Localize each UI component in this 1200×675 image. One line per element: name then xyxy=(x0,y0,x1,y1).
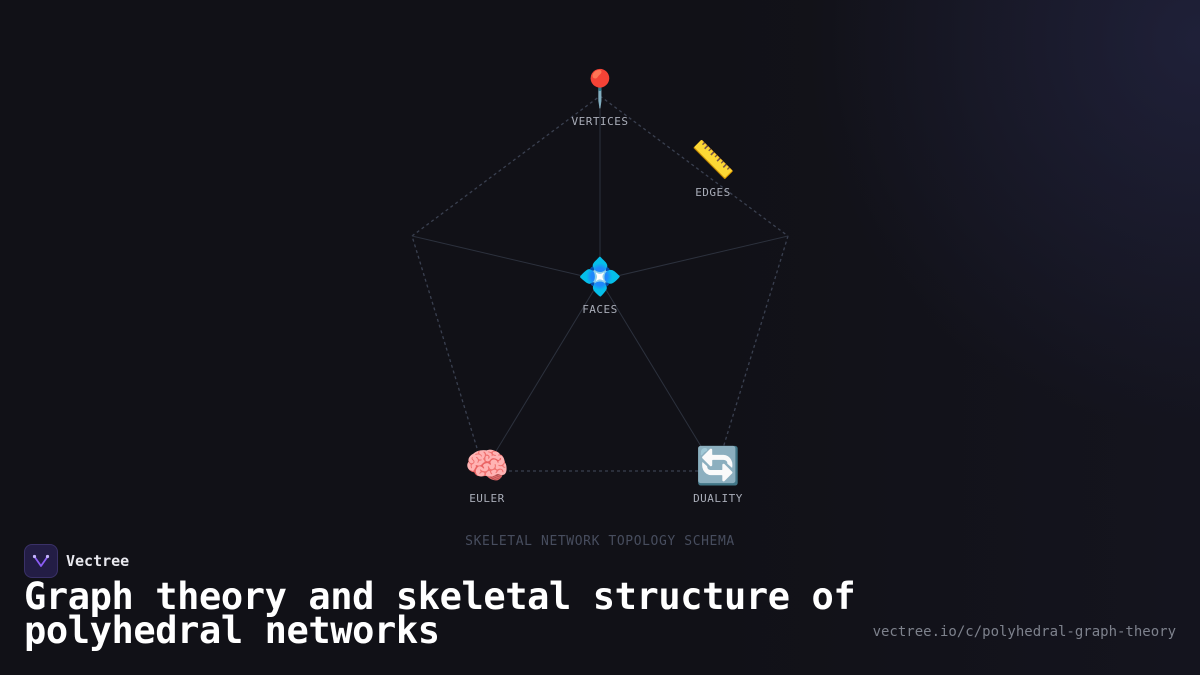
round-pushpin-icon: 📍 xyxy=(577,69,623,110)
diamond-dot-icon: 💠 xyxy=(577,257,623,298)
brand-name: Vectree xyxy=(66,552,130,570)
node-label: EDGES xyxy=(695,186,731,199)
brain-icon: 🧠 xyxy=(464,446,510,487)
node-label: FACES xyxy=(582,303,618,316)
edge-left-lower xyxy=(411,235,485,472)
page-title: Graph theory and skeletal structure of p… xyxy=(24,575,856,652)
spoke-bottom-right xyxy=(599,279,717,472)
node-vertices: 📍 VERTICES xyxy=(540,68,660,128)
edge-right-lower xyxy=(715,235,789,472)
node-faces: 💠 FACES xyxy=(540,256,660,316)
node-euler: 🧠 EULER xyxy=(427,445,547,505)
spoke-left xyxy=(411,235,601,281)
ruler-icon: 📏 xyxy=(690,140,736,181)
diagram-caption: SKELETAL NETWORK TOPOLOGY SCHEMA xyxy=(465,534,735,549)
brand[interactable]: Vectree xyxy=(24,544,129,578)
node-duality: 🔄 DUALITY xyxy=(658,445,778,505)
node-label: EULER xyxy=(469,492,505,505)
vectree-logo-icon xyxy=(24,544,58,578)
node-edges: 📏 EDGES xyxy=(653,139,773,199)
spoke-bottom-left xyxy=(483,279,601,472)
spoke-right xyxy=(599,235,789,281)
node-label: VERTICES xyxy=(571,115,629,128)
cycle-arrows-icon: 🔄 xyxy=(695,446,741,487)
source-url[interactable]: vectree.io/c/polyhedral-graph-theory xyxy=(872,624,1176,640)
node-label: DUALITY xyxy=(693,492,743,505)
